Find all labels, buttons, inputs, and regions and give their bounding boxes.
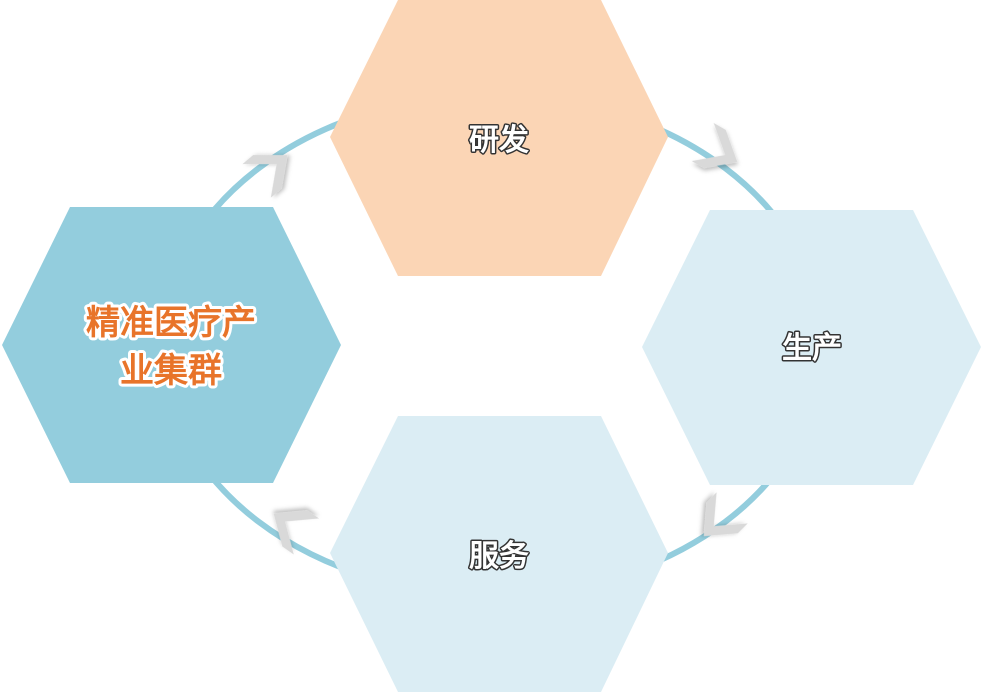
- node-label-cluster-line1: 精准医疗产: [86, 303, 256, 343]
- hexagon-cluster: [2, 207, 341, 483]
- node-label-service: 服务: [469, 539, 529, 574]
- node-label-rnd: 研发: [469, 123, 529, 158]
- chevron-arrow-icon: [703, 492, 748, 537]
- node-label-cluster-line2: 业集群: [120, 351, 222, 391]
- chevron-arrow-icon: [691, 122, 738, 169]
- node-label-production: 生产: [782, 331, 842, 366]
- hexagon-rnd: [330, 0, 668, 276]
- hexagon-production: [642, 210, 981, 485]
- chevron-arrow-icon: [273, 510, 320, 555]
- hexagon-service: [330, 416, 668, 692]
- chevron-arrow-icon: [242, 155, 288, 198]
